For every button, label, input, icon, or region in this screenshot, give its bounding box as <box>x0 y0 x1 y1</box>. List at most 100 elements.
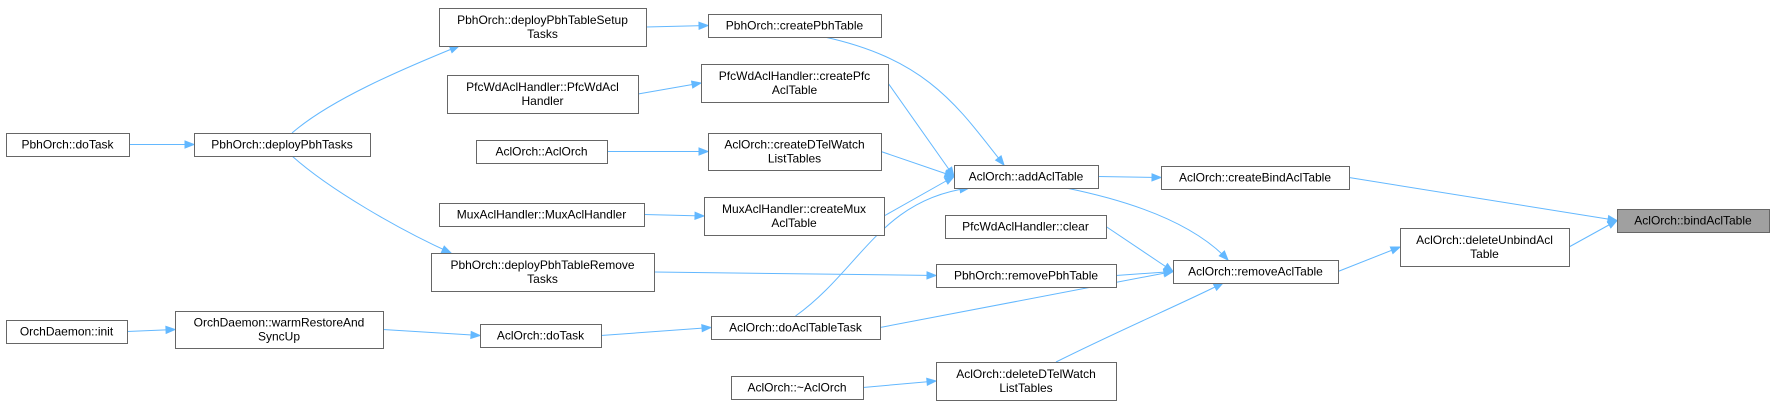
edge-arrowhead <box>184 140 196 149</box>
edge-arrowhead <box>926 377 938 387</box>
edge-acl-dotask-to-acl-dotabletask <box>600 323 713 336</box>
node-box <box>1161 166 1350 190</box>
node-acl-dtor[interactable]: AclOrch::~AclOrch <box>731 376 864 400</box>
node-label: Tasks <box>527 272 558 286</box>
edge-pbh-setup-to-pbh-create <box>645 21 710 30</box>
node-label: OrchDaemon::init <box>20 325 114 339</box>
edge-arrowhead <box>1162 269 1175 278</box>
edge-arrowhead <box>994 154 1005 167</box>
node-label: AclOrch::createDTelWatch <box>724 138 864 152</box>
node-box <box>704 197 885 236</box>
node-acl-create-bind[interactable]: AclOrch::createBindAclTable <box>1161 166 1350 190</box>
edge-acl-remove-to-acl-delete-unbind <box>1337 246 1402 272</box>
node-label: Table <box>1470 247 1499 261</box>
node-box <box>954 165 1099 189</box>
node-acl-dotabletask[interactable]: AclOrch::doAclTableTask <box>711 316 881 340</box>
node-box <box>701 64 889 103</box>
node-pbh-dotask[interactable]: PbhOrch::doTask <box>6 133 130 157</box>
node-label: AclOrch::doAclTableTask <box>729 321 863 335</box>
node-pbh-deploy-tasks[interactable]: PbhOrch::deployPbhTasks <box>194 133 371 157</box>
node-label: AclOrch::addAclTable <box>969 170 1084 184</box>
node-pfcwd-ctor[interactable]: PfcWdAclHandler::PfcWdAclHandler <box>447 75 639 114</box>
node-box <box>439 8 647 47</box>
node-label: AclOrch::deleteUnbindAcl <box>1416 233 1553 247</box>
node-label: PfcWdAclHandler::clear <box>962 220 1089 234</box>
edge-arrowhead <box>701 323 713 333</box>
edge-line <box>862 380 937 388</box>
node-box <box>439 203 645 227</box>
edge-line <box>795 187 970 317</box>
node-label: PbhOrch::doTask <box>21 138 114 152</box>
edge-line <box>824 36 1005 166</box>
node-pbh-create[interactable]: PbhOrch::createPbhTable <box>708 14 882 38</box>
edge-line <box>382 329 481 336</box>
edge-line <box>643 214 705 217</box>
node-label: AclTable <box>772 83 818 97</box>
node-label: PbhOrch::deployPbhTasks <box>211 138 352 152</box>
node-orch-init[interactable]: OrchDaemon::init <box>6 320 128 344</box>
node-label: PbhOrch::deployPbhTableRemove <box>450 258 634 272</box>
edge-acl-dtor-to-acl-delete-dtel <box>862 377 938 388</box>
edge-acl-dotabletask-to-acl-remove <box>879 269 1175 328</box>
edge-line <box>645 25 709 28</box>
edge-line <box>1337 246 1401 272</box>
edge-pbh-remove-tasks-to-pbh-remove <box>653 271 938 280</box>
node-label: AclTable <box>771 216 817 230</box>
node-pbh-remove[interactable]: PbhOrch::removePbhTable <box>936 264 1117 288</box>
edge-orch-warm-to-acl-dotask <box>382 329 482 340</box>
edge-arrowhead <box>440 245 453 254</box>
node-box <box>945 215 1107 239</box>
edge-acl-add-to-acl-remove <box>1065 187 1229 262</box>
node-mux-ctor[interactable]: MuxAclHandler::MuxAclHandler <box>439 203 645 227</box>
node-acl-bind[interactable]: AclOrch::bindAclTable <box>1617 209 1770 233</box>
edge-acl-ctor-to-acl-create-dtel <box>607 147 710 156</box>
edge-arrowhead <box>1218 250 1229 262</box>
node-box <box>731 376 864 400</box>
node-label: MuxAclHandler::MuxAclHandler <box>457 208 626 222</box>
edge-pfcwd-create-to-acl-add <box>887 82 955 178</box>
node-label: PbhOrch::deployPbhTableSetup <box>457 13 628 27</box>
node-label: ListTables <box>999 381 1052 395</box>
node-label: AclOrch::deleteDTelWatch <box>956 367 1096 381</box>
edge-line <box>883 176 955 217</box>
node-pfcwd-clear[interactable]: PfcWdAclHandler::clear <box>945 215 1107 239</box>
edge-pfcwd-ctor-to-pfcwd-create <box>637 80 703 95</box>
node-box <box>6 133 130 157</box>
node-acl-ctor[interactable]: AclOrch::AclOrch <box>476 140 608 164</box>
node-label: SyncUp <box>258 330 300 344</box>
node-acl-dotask[interactable]: AclOrch::doTask <box>480 324 602 348</box>
node-box <box>708 133 882 171</box>
edge-orch-init-to-orch-warm <box>126 325 177 335</box>
edge-line <box>1105 226 1174 272</box>
edge-line <box>887 82 955 177</box>
node-label: AclOrch::doTask <box>497 329 585 343</box>
node-acl-add[interactable]: AclOrch::addAclTable <box>954 165 1099 189</box>
edge-arrowhead <box>1389 246 1402 255</box>
edge-acl-add-to-acl-create-bind <box>1097 173 1163 182</box>
node-label: ListTables <box>768 152 821 166</box>
edge-acl-create-bind-to-acl-bind <box>1348 177 1619 224</box>
edge-line <box>879 271 1174 328</box>
node-box <box>431 253 655 292</box>
node-box <box>936 362 1117 401</box>
edge-arrowhead <box>1606 219 1619 229</box>
node-label: AclOrch::bindAclTable <box>1634 214 1752 228</box>
edge-arrowhead <box>690 80 703 89</box>
edge-line <box>1065 187 1229 261</box>
node-acl-remove[interactable]: AclOrch::removeAclTable <box>1173 260 1339 284</box>
edge-arrowhead <box>470 330 482 340</box>
node-box <box>175 311 384 349</box>
node-box <box>447 75 639 114</box>
edge-line <box>1097 176 1162 178</box>
edge-pbh-create-to-acl-add <box>824 36 1005 167</box>
